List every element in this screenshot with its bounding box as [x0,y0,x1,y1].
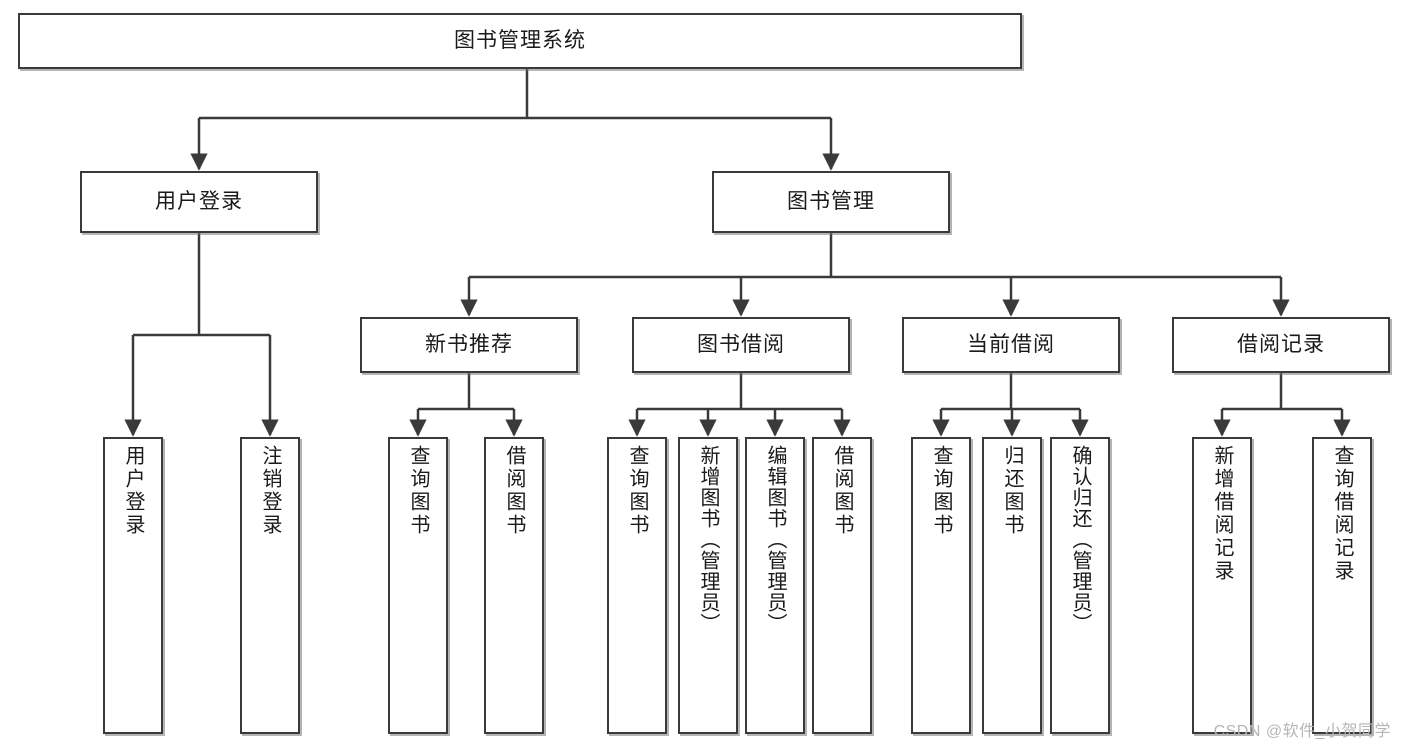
node-leaf-query-book-2[interactable]: 查询图书 [607,437,667,734]
node-label: 注销登录 [259,445,281,537]
node-leaf-confirm-return[interactable]: 确认归还（管理员） [1050,437,1110,734]
node-new-book-recommend[interactable]: 新书推荐 [360,317,578,373]
node-current-borrow[interactable]: 当前借阅 [902,317,1120,373]
node-label: 新增图书（管理员） [697,445,719,634]
node-label: 借阅图书 [831,445,853,537]
connector-root-to-level2 [190,69,840,171]
node-leaf-user-logout[interactable]: 注销登录 [240,437,300,734]
node-leaf-query-book-1[interactable]: 查询图书 [388,437,448,734]
node-leaf-user-login[interactable]: 用户登录 [103,437,163,734]
connector-user-login-to-leaves [124,233,279,437]
node-book-manage[interactable]: 图书管理 [712,171,950,233]
node-leaf-return-book[interactable]: 归还图书 [982,437,1042,734]
watermark: CSDN @软件_小贺同学 [1213,723,1391,740]
node-label: 查询图书 [407,445,429,537]
node-label: 图书管理系统 [454,28,586,52]
connector-borrow-record-to-leaves [1213,373,1351,437]
node-label: 归还图书 [1001,445,1023,537]
node-root[interactable]: 图书管理系统 [18,13,1022,69]
node-label: 借阅记录 [1237,332,1325,356]
connector-new-book-recommend-to-leaves [409,373,523,437]
node-label: 查询图书 [930,445,952,537]
node-label: 用户登录 [155,189,243,213]
node-label: 查询图书 [626,445,648,537]
connector-book-borrow-to-leaves [628,373,851,437]
node-label: 编辑图书（管理员） [764,445,786,634]
node-borrow-record[interactable]: 借阅记录 [1172,317,1390,373]
node-label: 新增借阅记录 [1211,445,1233,583]
node-label: 用户登录 [122,445,144,537]
connector-book-manage-to-level3 [460,233,1290,317]
node-label: 查询借阅记录 [1331,445,1353,583]
node-leaf-query-book-3[interactable]: 查询图书 [911,437,971,734]
node-label: 当前借阅 [967,332,1055,356]
node-leaf-add-book[interactable]: 新增图书（管理员） [678,437,738,734]
node-leaf-add-record[interactable]: 新增借阅记录 [1192,437,1252,734]
node-leaf-borrow-book-1[interactable]: 借阅图书 [484,437,544,734]
node-book-borrow[interactable]: 图书借阅 [632,317,850,373]
connector-current-borrow-to-leaves [932,373,1089,437]
node-label: 新书推荐 [425,332,513,356]
node-leaf-edit-book[interactable]: 编辑图书（管理员） [745,437,805,734]
node-label: 借阅图书 [503,445,525,537]
node-label: 确认归还（管理员） [1069,445,1091,634]
node-user-login[interactable]: 用户登录 [80,171,318,233]
node-label: 图书管理 [787,189,875,213]
node-label: 图书借阅 [697,332,785,356]
node-leaf-query-record[interactable]: 查询借阅记录 [1312,437,1372,734]
node-leaf-borrow-book-2[interactable]: 借阅图书 [812,437,872,734]
